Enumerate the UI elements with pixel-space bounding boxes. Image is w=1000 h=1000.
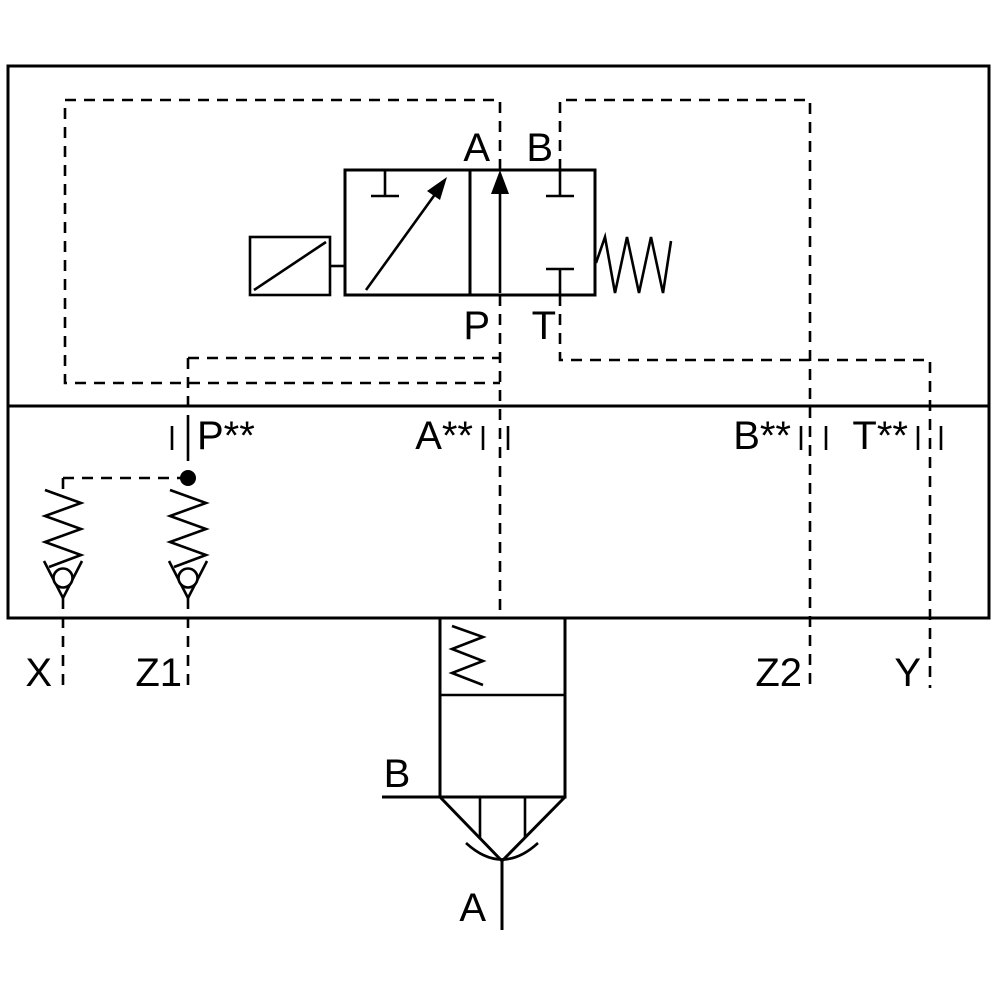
manifold-block-outline (6, 64, 991, 408)
flow-arrow-head-icon (427, 177, 447, 200)
pilot-line-t-y (558, 295, 932, 688)
check-valve-z1 (166, 488, 210, 599)
pilot-port-label-p: P (463, 304, 490, 348)
spring-icon (166, 488, 210, 569)
manifold-port-label-t: T** (852, 414, 908, 458)
cartridge-body (438, 616, 567, 799)
pilot-port-label-t: T (532, 304, 556, 348)
pilot-port-label-z2: Z2 (755, 651, 802, 695)
flow-arrow-line-icon (364, 192, 438, 291)
check-valve-x (41, 488, 85, 599)
spring-icon (594, 231, 673, 294)
pilot-port-label-y: Y (894, 651, 921, 695)
pilot-port-label-a: A (463, 126, 490, 170)
ball-icon (177, 567, 199, 589)
pilot-line-x (61, 476, 188, 688)
junction-dot (180, 470, 196, 486)
manifold-port-label-b: B** (733, 414, 791, 458)
cover-block (6, 404, 991, 620)
pilot-line-a-loop (63, 98, 502, 385)
pilot-valve-position-right (468, 168, 597, 297)
poppet-cone-left (438, 795, 504, 863)
seat-arc-icon (465, 842, 539, 861)
cartridge-port-label-b: B (384, 752, 411, 796)
pilot-port-label-b: B (526, 126, 553, 170)
cartridge-port-label-a: A (459, 886, 486, 930)
spring-icon (41, 488, 85, 569)
poppet-cone-right (500, 795, 567, 863)
cartridge-valve (382, 616, 567, 930)
solenoid-icon (248, 235, 345, 297)
interface-port-marks (170, 426, 943, 450)
pilot-port-label-x: X (25, 651, 52, 695)
manifold-port-label-a: A** (415, 414, 473, 458)
ball-icon (52, 567, 74, 589)
pilot-line-b-loop (558, 98, 812, 688)
manifold-block (6, 64, 991, 408)
pilot-lines (61, 98, 932, 688)
spring-icon (448, 624, 487, 687)
cover-block-outline (6, 404, 991, 620)
pilot-port-label-z1: Z1 (135, 651, 182, 695)
pilot-valve (248, 168, 673, 297)
manifold-port-label-p: P** (197, 414, 255, 458)
flow-arrow-head-icon (491, 170, 509, 194)
solenoid-diagonal (253, 240, 327, 292)
